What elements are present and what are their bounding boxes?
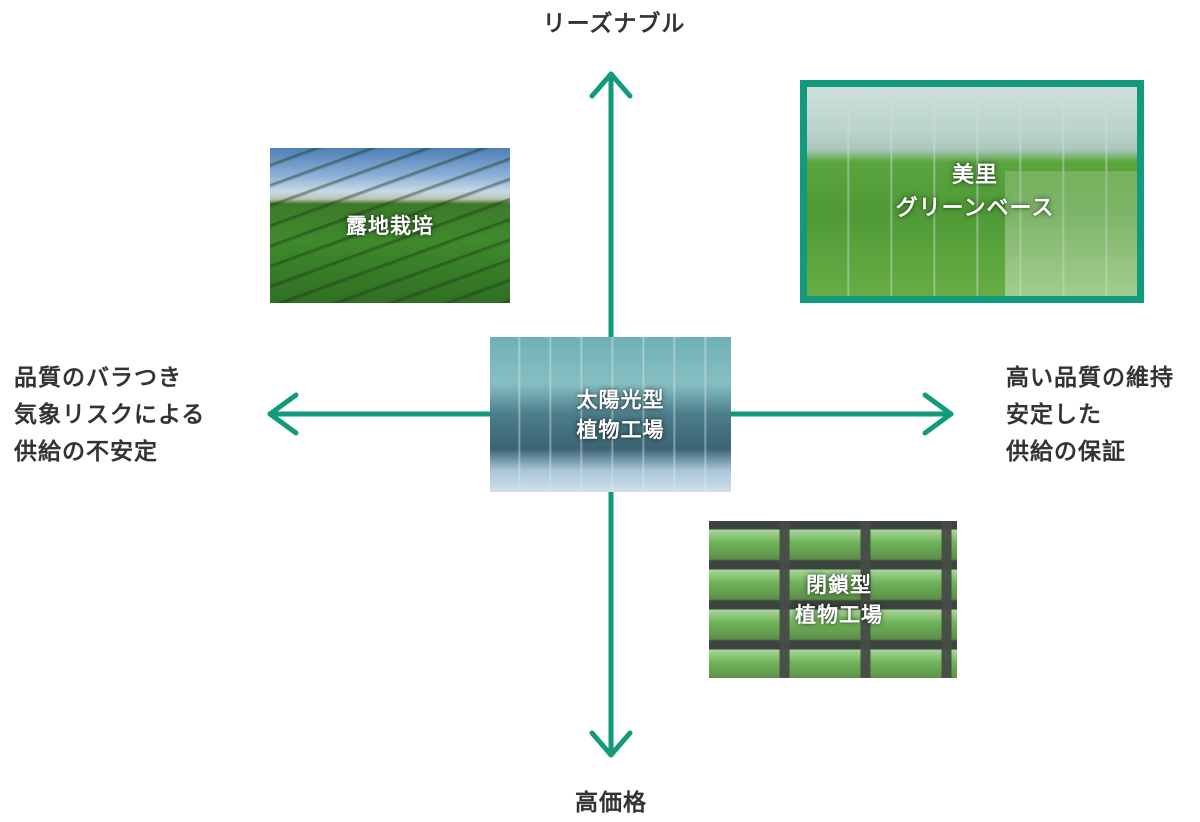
axis-label-top: リーズナブル [542,11,686,37]
greenhouse-image [807,87,1137,296]
solar-greenhouse-image [490,337,731,492]
card-caption-line: 美里 [951,162,998,188]
axis-label-right-line: 高い品質の維持 [1006,365,1174,391]
card-caption-line: 植物工場 [795,602,883,627]
card-caption-line: 植物工場 [576,417,665,442]
axis-label-left: 品質のバラつき 気象リスクによる 供給の不安定 [14,360,205,471]
card-misato-green-base: 美里 グリーンベース [800,80,1144,303]
axis-label-right-line: 安定した [1006,402,1102,428]
axis-label-left-line: 品質のバラつき [14,365,182,391]
card-open-field-cultivation: 露地栽培 [270,148,510,303]
card-caption: 美里 グリーンベース [896,159,1055,225]
arrow-left-icon [267,392,299,436]
card-caption-line: 露地栽培 [346,213,434,238]
card-caption: 露地栽培 [346,211,434,241]
arrow-right-icon [922,392,954,436]
card-caption-line: グリーンベース [895,195,1055,221]
axis-label-left-line: 供給の不安定 [14,439,158,465]
arrow-down-icon [589,730,633,758]
vertical-farm-image [709,521,957,678]
card-caption: 太陽光型 植物工場 [577,385,665,445]
arrow-up-icon [589,71,633,99]
axis-label-right: 高い品質の維持 安定した 供給の保証 [1006,360,1174,471]
card-caption-line: 太陽光型 [576,387,665,412]
card-closed-plant-factory: 閉鎖型 植物工場 [709,521,957,678]
card-caption-line: 閉鎖型 [806,572,872,597]
axis-label-bottom: 高価格 [575,790,647,816]
card-solar-plant-factory: 太陽光型 植物工場 [490,337,731,492]
card-caption: 閉鎖型 植物工場 [795,570,883,630]
axis-label-left-line: 気象リスクによる [14,402,206,428]
open-field-image [270,148,510,303]
axis-label-right-line: 供給の保証 [1006,439,1126,465]
